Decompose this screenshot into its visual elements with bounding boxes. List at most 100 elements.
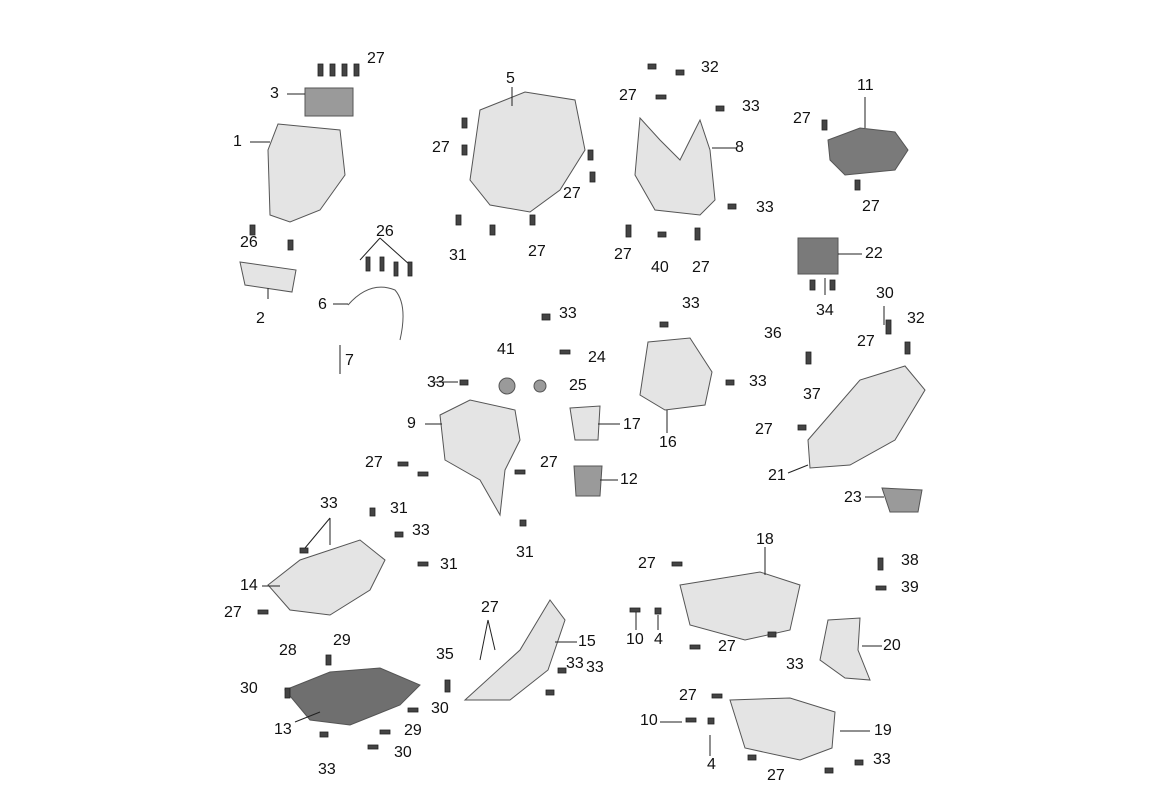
callout-10: 10	[626, 631, 644, 648]
callout-32: 31	[449, 247, 467, 264]
callout-15: 15	[578, 633, 596, 650]
callout-38: 37	[803, 386, 821, 403]
callout-9: 9	[407, 415, 416, 432]
callout-31: 31	[390, 500, 408, 517]
part-3-grille	[304, 87, 354, 117]
callout-8: 8	[735, 139, 744, 156]
callout-5: 5	[506, 70, 515, 87]
part-6-bracket	[347, 286, 404, 341]
callout-27: 27	[365, 454, 383, 471]
callout-21: 21	[768, 467, 786, 484]
callout-30: 29	[333, 632, 351, 649]
callout-33: 33	[318, 761, 336, 778]
callout-33: 33	[786, 656, 804, 673]
part-5-inner-cover	[469, 91, 586, 213]
callout-29: 28	[279, 642, 297, 659]
callout-27: 27	[793, 110, 811, 127]
callout-31: 31	[440, 556, 458, 573]
callout-27: 27	[224, 604, 242, 621]
callout-33: 33	[566, 655, 584, 672]
callout-7: 7	[345, 352, 354, 369]
callout-33: 33	[586, 659, 604, 676]
callout-23: 23	[844, 489, 862, 506]
callout-33: 33	[873, 751, 891, 768]
callout-27: 27	[767, 767, 785, 784]
part-16-headlight-cover	[639, 337, 713, 411]
callout-17: 17	[623, 416, 641, 433]
part-11-top-cover	[827, 127, 909, 176]
callout-27: 27	[862, 198, 880, 215]
callout-34: 33	[559, 305, 577, 322]
callout-16: 16	[659, 434, 677, 451]
callout-1: 1	[233, 133, 242, 150]
part-18-rear-cover	[679, 571, 801, 641]
callout-11: 11	[857, 77, 874, 94]
callout-33: 33	[320, 495, 338, 512]
callout-19: 19	[874, 722, 892, 739]
callout-27: 27	[367, 50, 385, 67]
callout-30: 30	[240, 680, 258, 697]
callout-32: 32	[907, 310, 925, 327]
callout-24: 24	[588, 349, 606, 366]
callout-33: 33	[427, 374, 445, 391]
part-14-side-cover	[267, 539, 386, 616]
part-21-side-panel	[807, 365, 926, 469]
part-1-windscreen	[267, 123, 346, 223]
callout-31: 30	[876, 285, 894, 302]
part-15-side-skirt	[463, 599, 566, 701]
callout-25: 25	[569, 377, 587, 394]
callout-29: 29	[404, 722, 422, 739]
callout-26: 26	[240, 234, 258, 251]
callout-3: 3	[270, 85, 279, 102]
callout-27: 27	[528, 243, 546, 260]
part-13-floorboard	[284, 667, 421, 726]
callout-33: 33	[412, 522, 430, 539]
part-20-bracket	[819, 617, 871, 681]
part-17-lid	[569, 405, 601, 441]
callout-41: 40	[651, 259, 669, 276]
callout-27: 27	[679, 687, 697, 704]
callout-26: 26	[376, 223, 394, 240]
part-9-front-cover	[439, 399, 521, 517]
callout-27: 27	[857, 333, 875, 350]
callout-10: 10	[640, 712, 658, 729]
part-2-panel	[239, 261, 297, 293]
callout-33: 33	[742, 98, 760, 115]
callout-4: 4	[654, 631, 663, 648]
part-12-lid	[573, 465, 603, 497]
callout-13: 13	[274, 721, 292, 738]
callout-33: 32	[701, 59, 719, 76]
callout-27: 27	[755, 421, 773, 438]
callout-27: 27	[563, 185, 581, 202]
callout-33: 33	[756, 199, 774, 216]
part-25-knob	[533, 379, 547, 393]
callout-33: 33	[749, 373, 767, 390]
callout-27: 27	[619, 87, 637, 104]
callout-37: 36	[764, 325, 782, 342]
callout-30: 30	[431, 700, 449, 717]
callout-2: 2	[256, 310, 265, 327]
callout-31: 31	[516, 544, 534, 561]
callout-30: 30	[394, 744, 412, 761]
callout-20: 20	[883, 637, 901, 654]
callout-36: 35	[436, 646, 454, 663]
part-19-side-cover	[729, 697, 836, 761]
callout-18: 18	[756, 531, 774, 548]
callout-27: 27	[614, 246, 632, 263]
callout-12: 12	[620, 471, 638, 488]
callout-39: 38	[901, 552, 919, 569]
callout-35: 34	[816, 302, 834, 319]
callout-27: 27	[692, 259, 710, 276]
part-23-cup	[881, 487, 923, 513]
callout-42: 41	[497, 341, 515, 358]
callout-6: 6	[318, 296, 327, 313]
part-22-panel	[797, 237, 839, 275]
part-42-ring	[498, 377, 516, 395]
callout-40: 39	[901, 579, 919, 596]
callout-22: 22	[865, 245, 883, 262]
callout-27: 27	[432, 139, 450, 156]
callout-28: 27	[481, 599, 499, 616]
callout-27: 27	[540, 454, 558, 471]
callout-27: 27	[638, 555, 656, 572]
